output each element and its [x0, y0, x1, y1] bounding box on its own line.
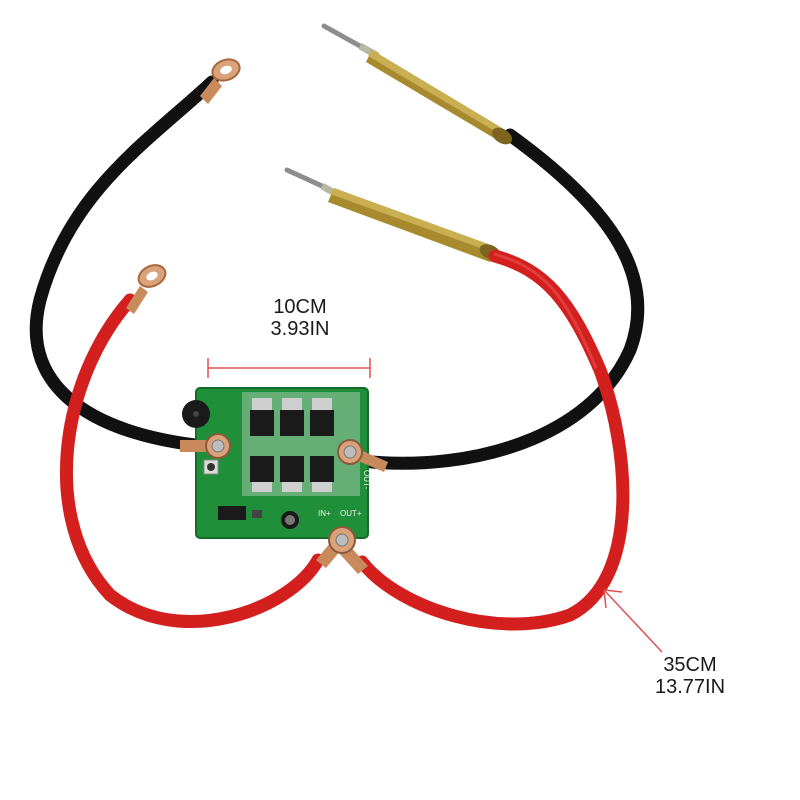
width-dimension-label: 10CM 3.93IN	[240, 296, 360, 340]
out-plus-marking: OUT+	[340, 509, 362, 518]
width-imperial: 3.93IN	[270, 318, 330, 340]
width-dimension-line	[207, 358, 371, 378]
welding-pen-icon	[321, 23, 513, 145]
welding-pen-icon	[284, 167, 501, 262]
length-arrow-icon	[603, 589, 663, 653]
length-imperial: 13.77IN	[654, 676, 726, 698]
ring-terminal-icon	[200, 58, 241, 104]
width-metric: 10CM	[273, 296, 327, 318]
ring-terminal-icon	[180, 433, 231, 459]
in-plus-marking: IN+	[318, 509, 331, 518]
black-cable-icon	[29, 58, 645, 470]
red-cable-icon	[59, 249, 630, 631]
ring-terminal-icon	[316, 526, 368, 574]
ring-terminal-icon	[126, 264, 167, 314]
ring-terminal-icon	[337, 439, 388, 472]
length-metric: 35CM	[663, 654, 717, 676]
spot-welder-pcb-icon: IN+ OUT+ OUT-	[180, 387, 388, 574]
cable-length-label: 35CM 13.77IN	[630, 654, 750, 698]
out-minus-marking: OUT-	[362, 470, 371, 489]
